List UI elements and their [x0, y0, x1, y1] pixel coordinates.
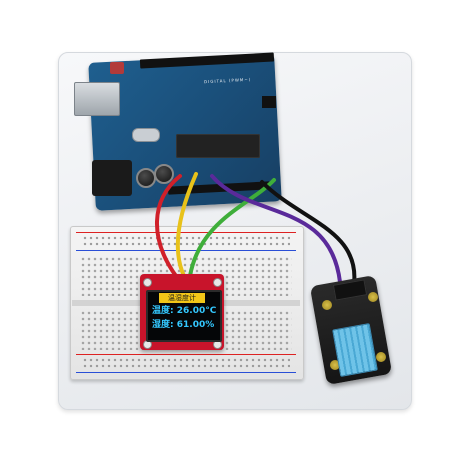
wire-green [188, 178, 276, 278]
oled-humidity-row: 湿度: 61.00% [152, 320, 214, 331]
temperature-value: 26.00°C [176, 306, 217, 316]
oled-temperature-row: 温度: 26.00°C [152, 306, 216, 317]
rail-line-red [76, 354, 296, 355]
mount-hole [213, 278, 222, 287]
rail-line-red [76, 232, 296, 233]
wire-black [260, 180, 357, 286]
mount-hole [143, 278, 152, 287]
reset-button [110, 62, 124, 74]
chip-icon [176, 134, 260, 158]
usb-port-icon [74, 82, 120, 116]
power-rail-bottom [82, 357, 290, 369]
icsp-header [262, 96, 276, 108]
wire-red [155, 174, 182, 278]
sensor-grille-icon [332, 323, 378, 377]
oled-title: 温湿度计 [159, 293, 205, 303]
crystal-oscillator [132, 128, 160, 142]
power-jack-icon [92, 160, 132, 196]
temperature-label: 温度: [152, 306, 174, 316]
mount-hole [368, 292, 378, 302]
humidity-label: 湿度: [152, 320, 174, 330]
mount-hole [330, 360, 340, 370]
wire-purple [210, 174, 342, 284]
rail-line-blue [76, 372, 296, 373]
mount-hole [376, 352, 386, 362]
mount-hole [322, 300, 332, 310]
capacitor [154, 164, 174, 184]
humidity-value: 61.00% [176, 320, 215, 330]
power-rail-top [82, 235, 290, 247]
wire-yellow [175, 172, 198, 278]
rail-line-blue [76, 250, 296, 251]
